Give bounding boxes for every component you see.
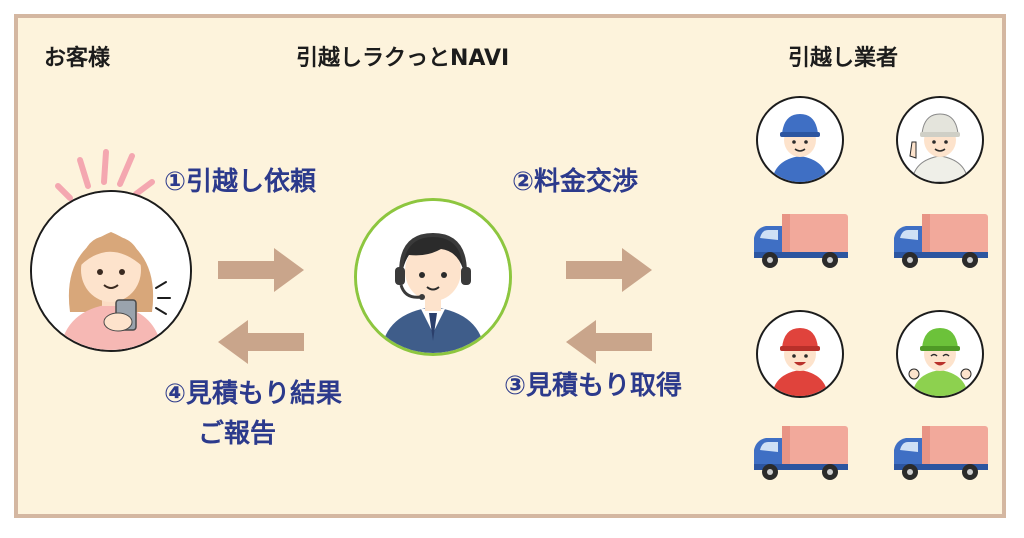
step-report-label-line1: ④見積もり結果: [164, 379, 343, 409]
arrow-right-icon: [566, 248, 652, 292]
white-cap-mover-icon: [909, 113, 969, 182]
customer-circle: [30, 190, 192, 352]
moving-truck-icon: [754, 426, 848, 480]
step-report-label-line2: ご報告: [198, 419, 277, 449]
step-negotiate-label: ②料金交渉: [512, 167, 639, 197]
operator-headset-icon: [357, 201, 509, 353]
arrow-left-icon: [566, 320, 652, 364]
mover-circle-green: [896, 310, 984, 398]
red-cap-mover-icon: [772, 328, 828, 396]
mover-circle-white: [896, 96, 984, 184]
step-quote-label: ③見積もり取得: [504, 371, 683, 401]
moving-truck-icon: [754, 214, 848, 268]
heading-service: 引越しラクっとNAVI: [296, 46, 510, 71]
mover-circle-red: [756, 310, 844, 398]
green-cap-mover-icon: [908, 328, 972, 396]
diagram-frame: お客様 引越しラクっとNAVI 引越し業者: [14, 14, 1006, 518]
operator-circle: [354, 198, 512, 356]
step-request-label: ①引越し依頼: [164, 167, 317, 197]
blue-cap-mover-icon: [772, 114, 828, 182]
moving-truck-icon: [894, 426, 988, 480]
arrow-left-icon: [218, 320, 304, 364]
heading-movers: 引越し業者: [788, 46, 899, 71]
mover-circle-blue: [756, 96, 844, 184]
arrow-right-icon: [218, 248, 304, 292]
woman-with-phone-icon: [32, 192, 190, 350]
moving-truck-icon: [894, 214, 988, 268]
heading-customer: お客様: [44, 46, 111, 71]
attention-burst-icon: [55, 149, 155, 201]
